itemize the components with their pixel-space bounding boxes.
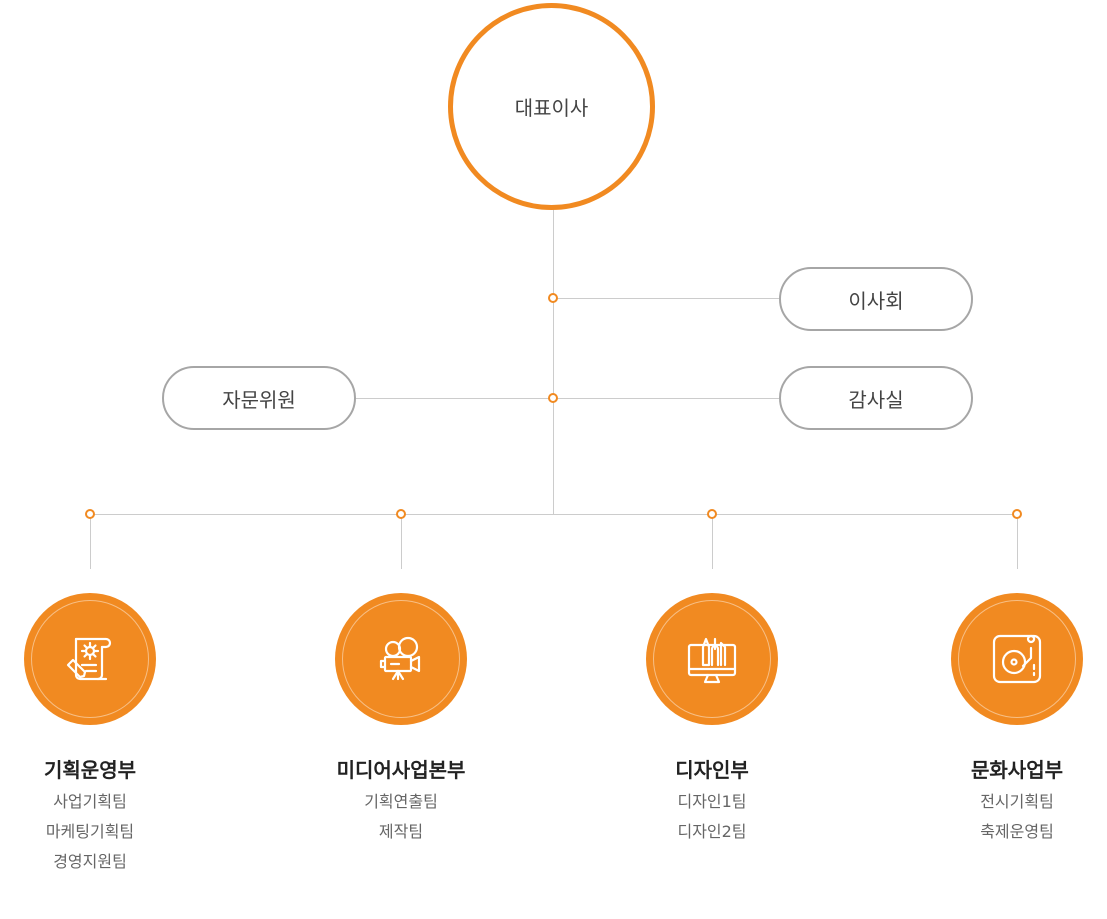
board-label: 이사회 bbox=[848, 288, 904, 313]
team-item: 전시기획팀 bbox=[980, 792, 1054, 811]
junction-dot-advisory bbox=[548, 393, 558, 403]
dept-drop-line-3 bbox=[712, 514, 713, 569]
junction-dot-dept-1 bbox=[85, 509, 95, 519]
audit-node: 감사실 bbox=[779, 366, 973, 430]
dept-title-planning: 기획운영부 bbox=[44, 758, 136, 782]
monitor-design-tools-icon bbox=[687, 637, 737, 684]
team-list-design: 디자인1팀 디자인2팀 bbox=[592, 787, 832, 847]
team-list-culture: 전시기획팀 축제운영팀 bbox=[897, 787, 1107, 847]
team-item: 경영지원팀 bbox=[53, 852, 127, 871]
team-item: 디자인2팀 bbox=[677, 822, 747, 841]
dept-node-planning bbox=[24, 593, 156, 725]
junction-dot-board bbox=[548, 293, 558, 303]
departments-horizontal-line bbox=[90, 514, 1018, 515]
dept-drop-line-1 bbox=[90, 514, 91, 569]
dept-title-culture: 문화사업부 bbox=[971, 758, 1063, 782]
dept-drop-line-4 bbox=[1017, 514, 1018, 569]
advisory-node: 자문위원 bbox=[162, 366, 356, 430]
team-item: 기획연출팀 bbox=[364, 792, 438, 811]
team-list-planning: 사업기획팀 마케팅기획팀 경영지원팀 bbox=[0, 787, 210, 877]
document-gear-icon bbox=[66, 637, 112, 681]
board-connector-line bbox=[553, 298, 779, 299]
board-node: 이사회 bbox=[779, 267, 973, 331]
team-item: 마케팅기획팀 bbox=[45, 822, 135, 841]
advisory-audit-connector-line bbox=[355, 398, 779, 399]
junction-dot-dept-2 bbox=[396, 509, 406, 519]
main-vertical-line bbox=[553, 206, 554, 515]
team-item: 제작팀 bbox=[378, 822, 424, 841]
dept-drop-line-2 bbox=[401, 514, 402, 569]
dept-node-design bbox=[646, 593, 778, 725]
team-list-media: 기획연출팀 제작팀 bbox=[281, 787, 521, 847]
dept-node-culture bbox=[951, 593, 1083, 725]
dept-node-media bbox=[335, 593, 467, 725]
dept-title-design: 디자인부 bbox=[675, 758, 749, 782]
ceo-label: 대표이사 bbox=[514, 96, 589, 120]
audit-label: 감사실 bbox=[848, 387, 904, 412]
team-item: 디자인1팀 bbox=[677, 792, 747, 811]
video-camera-icon bbox=[379, 636, 421, 681]
team-item: 사업기획팀 bbox=[53, 792, 127, 811]
dept-title-media: 미디어사업본부 bbox=[336, 758, 466, 782]
junction-dot-dept-4 bbox=[1012, 509, 1022, 519]
turntable-icon bbox=[992, 634, 1042, 684]
junction-dot-dept-3 bbox=[707, 509, 717, 519]
ceo-node: 대표이사 bbox=[448, 3, 655, 210]
advisory-label: 자문위원 bbox=[222, 387, 296, 412]
team-item: 축제운영팀 bbox=[980, 822, 1054, 841]
